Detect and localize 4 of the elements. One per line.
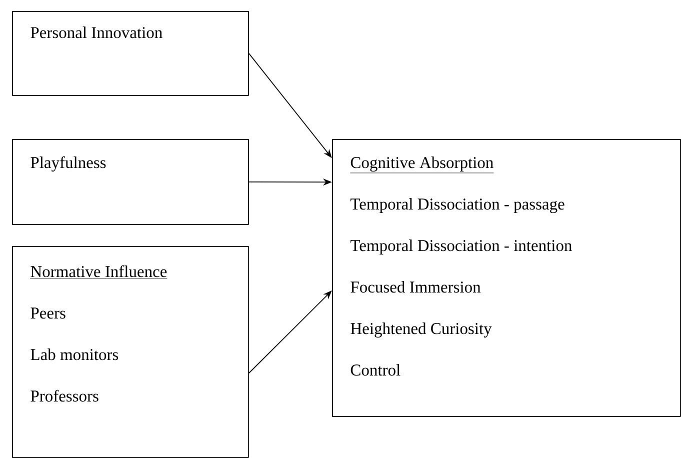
factor-box: Personal Innovation <box>12 11 249 96</box>
factor-box: Normative Influence Peers Lab monitors Professors <box>12 246 249 458</box>
factor-box: Cognitive Absorption Temporal Dissociation - passage Temporal Dissociation - intention Focused Immersion Heightened Curiosity Control <box>332 139 681 417</box>
factor-box: Playfulness <box>12 139 249 225</box>
